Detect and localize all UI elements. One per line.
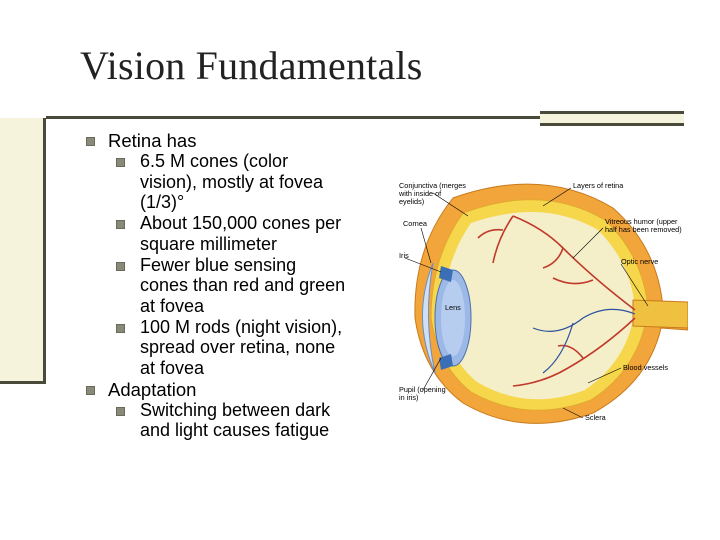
sub-bullet-fatigue: Switching between dark and light causes … <box>84 400 374 441</box>
bullet-retina: Retina has <box>84 130 374 151</box>
bullet-square-icon <box>116 261 125 271</box>
sub-bullet-cones: 6.5 M cones (color vision), mostly at fo… <box>84 151 374 213</box>
slide-title: Vision Fundamentals <box>80 43 423 88</box>
sub-bullet-line: Switching between dark <box>140 399 331 420</box>
sub-bullet-line: square millimeter <box>140 233 278 254</box>
sub-bullet-line: 6.5 M cones (color <box>140 151 289 171</box>
label-vitreous-humor: Vitreous humor (upper <box>605 217 678 226</box>
label-conjunctiva: Conjunctiva (merges <box>399 181 466 190</box>
sub-bullet-line: vision), mostly at fovea <box>140 171 324 192</box>
sub-bullet-line: (1/3)° <box>140 192 185 213</box>
bullet-square-icon <box>116 220 125 230</box>
vitreous-cavity <box>443 212 635 400</box>
optic-nerve <box>632 299 688 329</box>
eye-anatomy-diagram: Conjunctiva (merges with inside of eyeli… <box>398 181 688 424</box>
bullet-square-icon <box>86 385 95 395</box>
bullet-text: Adaptation <box>108 378 197 400</box>
sub-bullet-blue-cones: Fewer blue sensing cones than red and gr… <box>84 255 374 317</box>
label-blood-vessels: Blood vessels <box>623 363 668 372</box>
label-cornea: Cornea <box>403 219 428 228</box>
bullet-square-icon <box>116 158 125 167</box>
label-layers-of-retina: Layers of retina <box>573 181 624 190</box>
sub-bullet-line: cones than red and green <box>140 275 346 296</box>
sub-bullet-density: About 150,000 cones per square millimete… <box>84 213 374 254</box>
label-lens: Lens <box>445 303 461 312</box>
title-divider <box>46 116 546 119</box>
label-pupil: in iris) <box>399 393 418 402</box>
bullet-square-icon <box>116 406 125 416</box>
label-optic-nerve: Optic nerve <box>621 257 658 266</box>
left-accent-bar <box>0 118 46 384</box>
sub-bullet-line: About 150,000 cones per <box>140 213 342 234</box>
sub-bullet-rods: 100 M rods (night vision), spread over r… <box>84 317 374 379</box>
label-leader-lines <box>404 187 649 419</box>
sub-bullet-line: at fovea <box>140 295 205 316</box>
sub-bullet-line: spread over retina, none <box>140 337 336 358</box>
sub-bullet-line: 100 M rods (night vision), <box>140 316 343 337</box>
divider-accent-tab <box>540 111 684 126</box>
bullet-square-icon <box>116 323 125 333</box>
label-vitreous-humor: half has been removed) <box>605 225 682 234</box>
blood-vessels <box>477 215 636 387</box>
sub-bullet-line: and light causes fatigue <box>140 420 330 441</box>
label-conjunctiva: eyelids) <box>399 197 424 206</box>
sub-bullet-line: Fewer blue sensing <box>140 254 297 275</box>
bullet-adaptation: Adaptation <box>84 379 374 400</box>
label-iris: Iris <box>399 251 409 260</box>
veins <box>532 308 636 374</box>
cornea-shape <box>422 262 436 374</box>
bullet-text: Retina has <box>108 130 197 151</box>
bullet-square-icon <box>86 137 95 146</box>
sub-bullet-line: at fovea <box>140 358 205 379</box>
label-pupil: Pupil (opening <box>399 385 446 394</box>
label-conjunctiva: with inside of <box>398 189 442 198</box>
label-sclera: Sclera <box>585 413 607 422</box>
bullet-list: Retina has 6.5 M cones (color vision), m… <box>84 130 374 441</box>
